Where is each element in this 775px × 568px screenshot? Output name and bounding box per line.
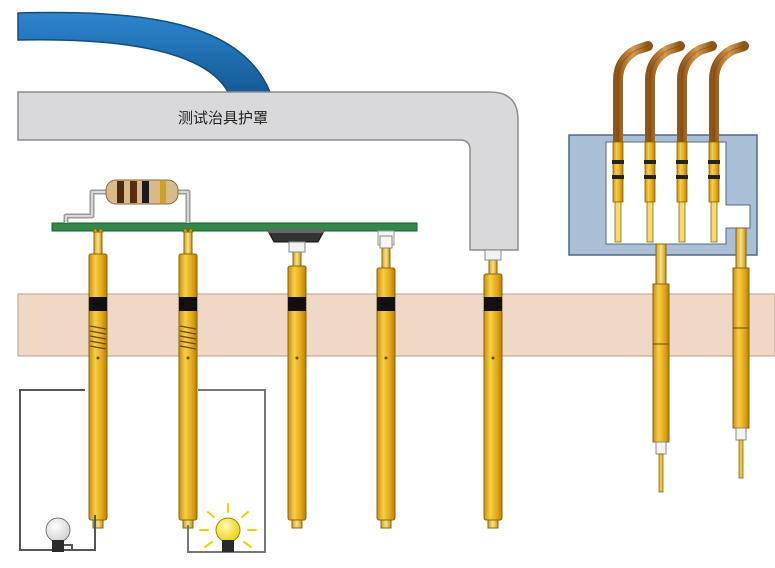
connector-pins-group [612,41,750,493]
circuit-wire-right [187,389,266,553]
pogo-pin-3 [287,241,307,529]
pogo-pin-4 [376,235,396,529]
resistor [105,179,179,205]
connector-contact-2 [644,41,685,243]
chip-pad [268,229,324,233]
long-probe-2 [732,227,750,479]
probe-plate [17,293,775,357]
connector-contact-4 [708,41,749,243]
long-probe-1 [652,243,670,493]
connector-contact-3 [676,41,717,243]
connector-contact-1 [612,41,653,243]
resistor-leads-hl [65,191,189,223]
probes-group [88,227,503,529]
bulb-lit [199,503,257,552]
pogo-pin-1 [88,227,108,529]
pogo-pin-5 [483,249,503,529]
bulb-rays [199,503,257,548]
fixture-cover-label: 测试治具护罩 [178,109,268,127]
blue-cable [17,11,272,93]
fixture-cover [17,91,519,251]
pcb-board [51,222,418,232]
circuit-wire-left [19,389,96,551]
bulb-off [45,517,95,552]
pogo-pin-2 [178,227,198,529]
